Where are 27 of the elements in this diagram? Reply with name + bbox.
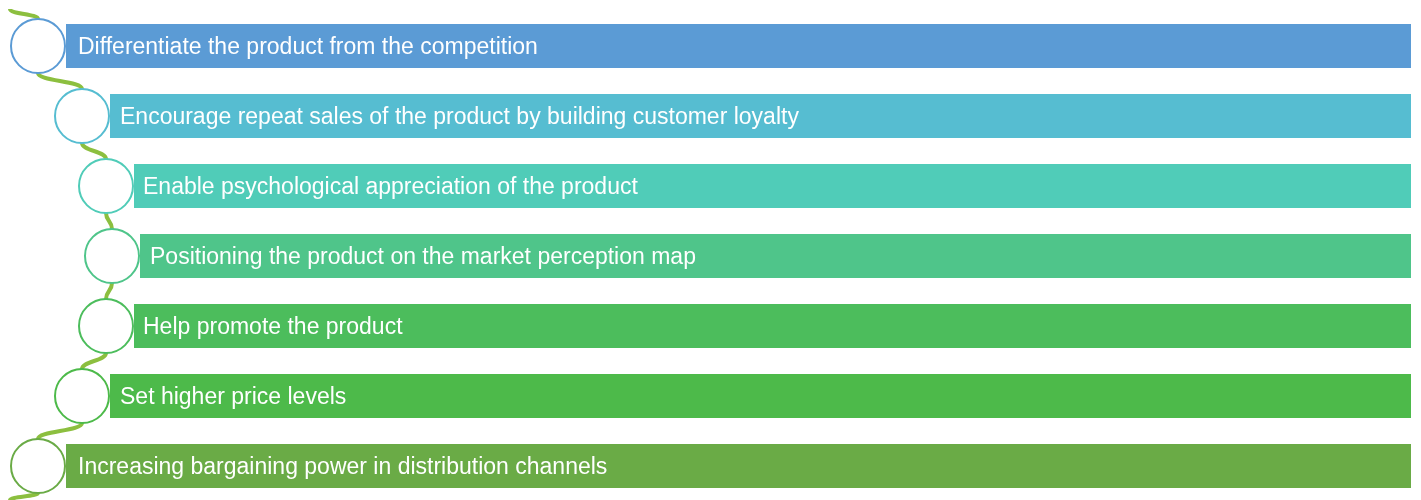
connector-line	[8, 7, 40, 21]
list-bar	[66, 24, 1411, 68]
list-bar	[110, 374, 1411, 418]
item-text: Differentiate the product from the competition	[78, 32, 538, 60]
circle-marker	[10, 18, 66, 74]
item-text: Set higher price levels	[120, 382, 347, 410]
circle-marker	[78, 298, 134, 354]
item-text: Increasing bargaining power in distribution channels	[78, 452, 608, 480]
circle-marker	[84, 228, 140, 284]
item-text: Enable psychological appreciation of the product	[143, 172, 638, 200]
connector-line	[80, 352, 108, 370]
list-bar	[140, 234, 1411, 278]
connector-line	[80, 142, 108, 160]
connector-line	[36, 71, 84, 91]
circle-marker	[54, 368, 110, 424]
connector-line	[8, 491, 40, 500]
circle-marker	[54, 88, 110, 144]
item-text: Positioning the product on the market perception map	[150, 242, 696, 270]
list-bar	[134, 304, 1411, 348]
circle-marker	[78, 158, 134, 214]
circle-marker	[10, 438, 66, 494]
item-text: Help promote the product	[143, 312, 403, 340]
list-bar	[110, 94, 1411, 138]
connector-line	[36, 421, 84, 441]
item-text: Encourage repeat sales of the product by building customer loyalty	[120, 102, 799, 130]
list-bar	[134, 164, 1411, 208]
list-bar	[66, 444, 1411, 488]
